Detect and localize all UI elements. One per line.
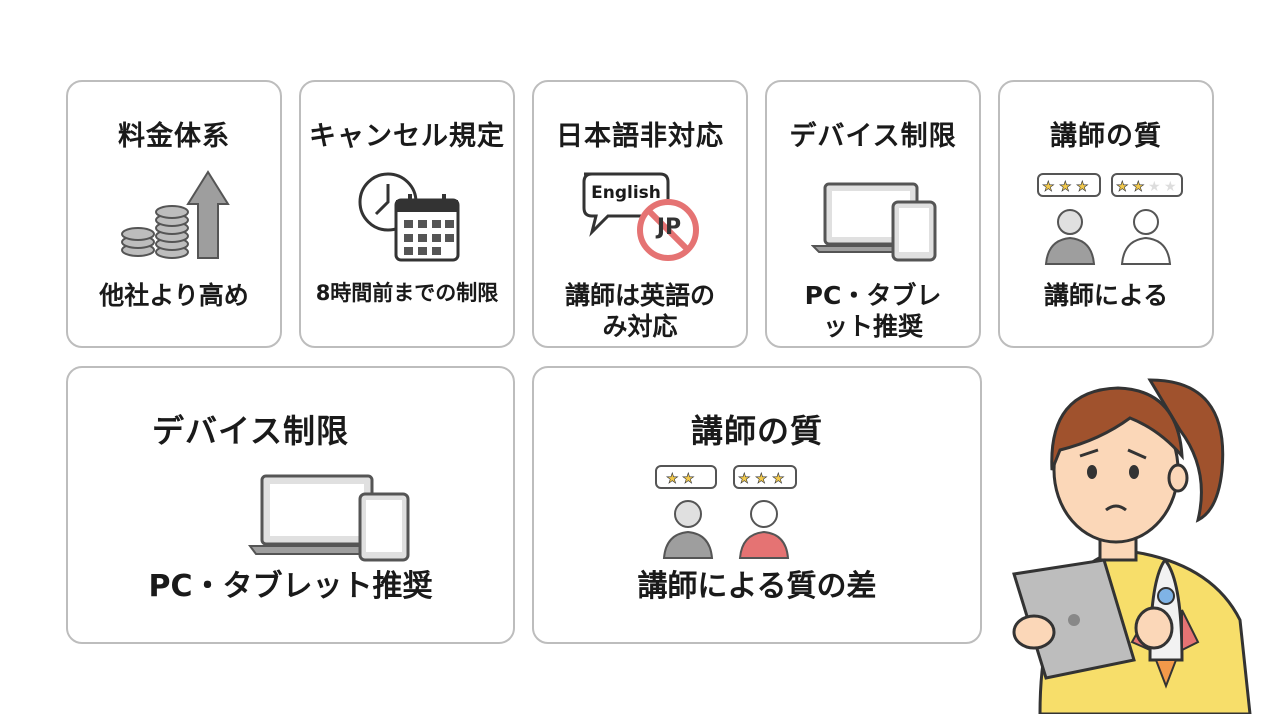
laptop-tablet-icon — [248, 474, 410, 562]
card-title: 講師の質 — [690, 412, 823, 450]
svg-text:★: ★ — [1059, 179, 1072, 195]
instructor-rating-icon: ★★★ ★★ ★★ — [1037, 173, 1183, 265]
svg-text:★: ★ — [682, 471, 695, 487]
card-device-limit-large: デバイス制限 PC・タブレット推奨 — [66, 366, 515, 644]
card-title: 日本語非対応 — [556, 121, 724, 152]
card-instructor-quality-large: 講師の質 ★★ ★★★ 講師による質の差 — [532, 366, 982, 644]
svg-text:★: ★ — [1132, 179, 1145, 195]
card-title: 講師の質 — [1050, 121, 1162, 152]
card-caption: 他社より高め — [99, 281, 249, 310]
svg-text:★: ★ — [738, 471, 751, 487]
no-japanese-icon — [582, 172, 699, 261]
svg-text:★: ★ — [755, 471, 768, 487]
card-title: デバイス制限 — [789, 121, 957, 152]
card-no-japanese: 日本語非対応 English JP 講師は英語のみ対応 — [532, 80, 748, 348]
svg-text:★: ★ — [1148, 179, 1161, 195]
svg-text:★: ★ — [1164, 179, 1177, 195]
worried-student-illustration — [1012, 378, 1252, 714]
svg-text:★: ★ — [666, 471, 679, 487]
english-bubble-label: English — [591, 183, 661, 203]
card-pricing: 料金体系 他社より高め — [66, 80, 282, 348]
card-caption: PC・タブレット推奨 — [148, 569, 433, 604]
svg-text:★: ★ — [1042, 179, 1055, 195]
card-title: 料金体系 — [118, 121, 230, 152]
svg-text:★: ★ — [772, 471, 785, 487]
coins-rising-icon — [121, 170, 230, 259]
card-title: デバイス制限 — [151, 412, 350, 450]
card-caption: 8時間前までの制限 — [315, 281, 499, 305]
card-caption: PC・タブレット推奨 — [804, 281, 942, 342]
clock-calendar-icon — [358, 172, 460, 262]
jp-mark: JP — [656, 215, 682, 240]
card-caption: 講師は英語のみ対応 — [564, 281, 715, 342]
laptop-tablet-icon — [811, 182, 937, 262]
svg-text:★: ★ — [1076, 179, 1089, 195]
card-instructor-quality: 講師の質 ★★★ ★★ ★★ 講師による — [998, 80, 1214, 348]
card-device-limit: デバイス制限 PC・タブレット推奨 — [765, 80, 981, 348]
svg-text:★: ★ — [1116, 179, 1129, 195]
card-title: キャンセル規定 — [309, 121, 505, 152]
card-cancel-policy: キャンセル規定 8時間前までの制限 — [299, 80, 515, 348]
card-caption: 講師による質の差 — [637, 569, 877, 604]
card-caption: 講師による — [1043, 281, 1169, 310]
instructor-rating-icon: ★★ ★★★ — [655, 465, 797, 559]
